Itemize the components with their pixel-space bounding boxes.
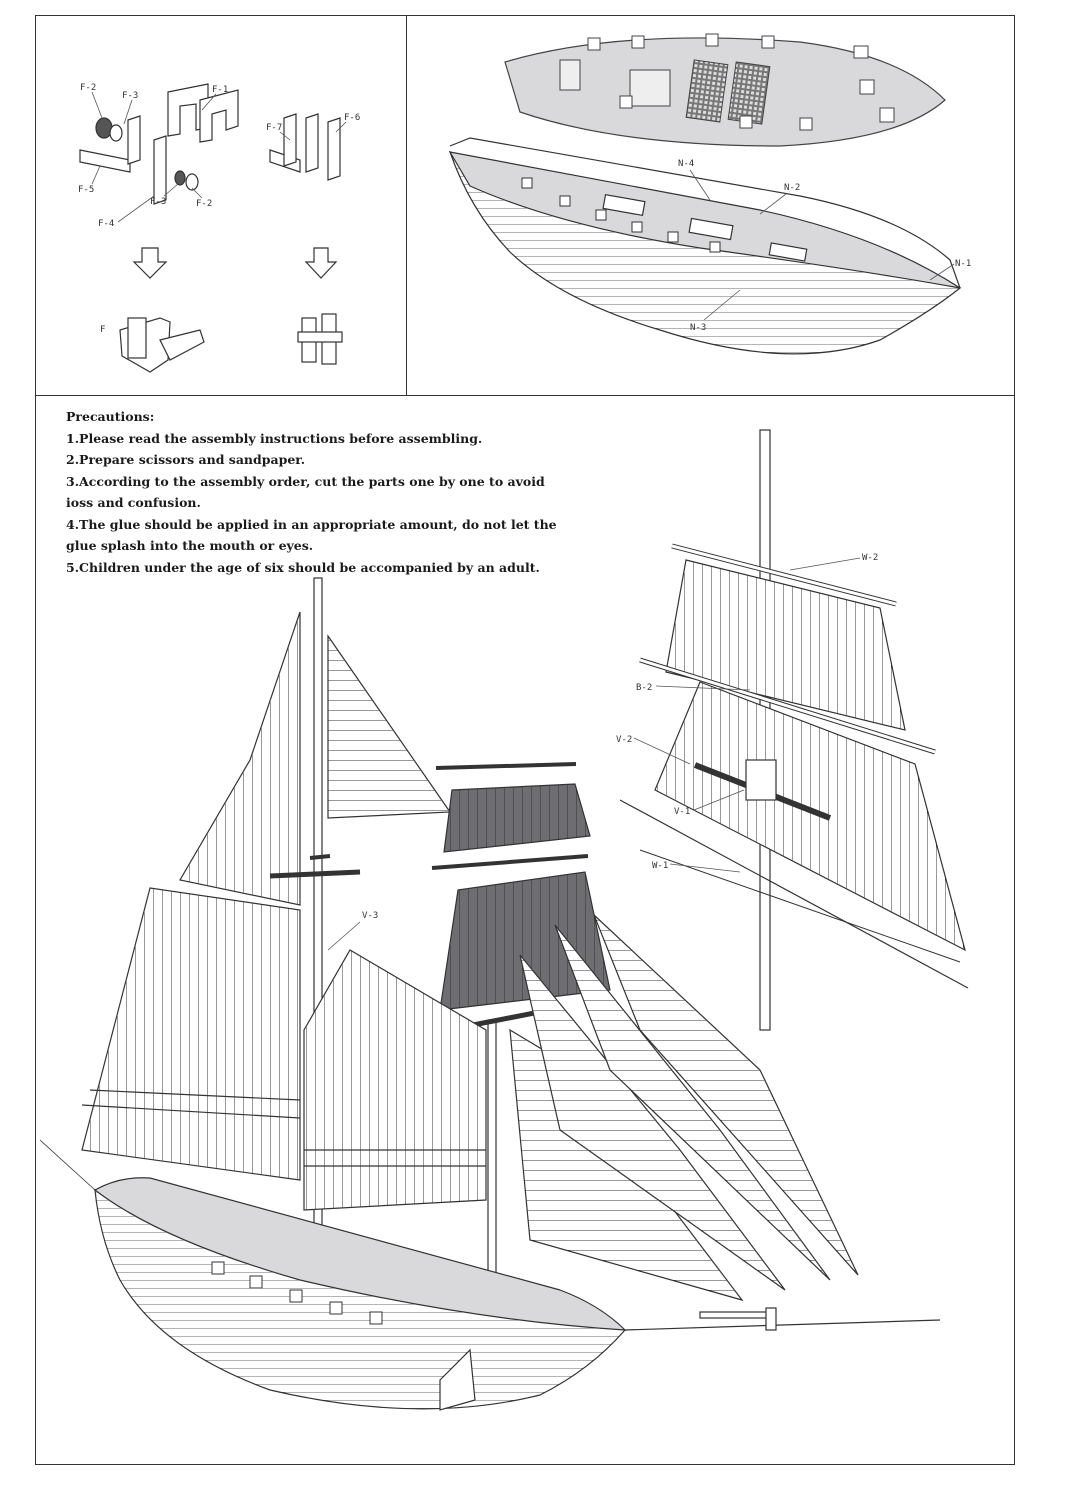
label-n1: N-1 — [955, 259, 971, 269]
label-b2: B-2 — [636, 683, 652, 693]
label-f1: F-1 — [212, 85, 228, 95]
base-plank-f5 — [79, 149, 131, 173]
label-v2: V-2 — [616, 735, 632, 745]
precautions-block: Precautions: 1.Please read the assembly … — [66, 406, 626, 578]
precaution-item-2: 2.Prepare scissors and sandpaper. — [66, 452, 306, 467]
wheel-icon — [95, 117, 123, 142]
label-f3-lower: F-3 — [150, 197, 166, 207]
label-f2: F-2 — [80, 83, 96, 93]
label-n3: N-3 — [690, 323, 706, 333]
post-f6b — [327, 117, 341, 181]
label-v3: V-3 — [362, 911, 378, 921]
topsail-right — [327, 634, 452, 819]
precaution-item-4-cont: glue splash into the mouth or eyes. — [66, 538, 314, 553]
bracket-f1b — [199, 89, 239, 143]
dark-topsail — [443, 783, 591, 853]
precautions-title: Precautions: — [66, 409, 155, 424]
post-f6a — [305, 113, 319, 173]
down-arrow-icon — [132, 247, 168, 279]
label-f4: F-4 — [98, 219, 114, 229]
stand-parts-diagram — [79, 83, 343, 373]
horizontal-divider — [35, 395, 1015, 396]
label-w2: W-2 — [862, 553, 878, 563]
lower-sail — [654, 681, 966, 952]
hull-labels: N-4 N-2 N-1 N-3 — [678, 159, 971, 333]
jib-3 — [554, 924, 831, 1281]
label-n2: N-2 — [784, 183, 800, 193]
label-f: F — [100, 325, 105, 335]
main-mast — [487, 1019, 497, 1301]
label-f3: F-3 — [122, 91, 138, 101]
mast-detail-diagram — [619, 429, 969, 1031]
post-f3 — [127, 115, 141, 165]
fore-gaff-sail — [81, 887, 301, 1181]
post-f4 — [153, 135, 167, 205]
mast-labels: W-2 B-2 V-2 V-1 W-1 — [616, 553, 878, 873]
topsail-left — [179, 611, 301, 906]
hull-top-diagram — [448, 137, 962, 355]
label-f7: F-7 — [266, 123, 282, 133]
ship-assembly-diagram — [39, 577, 941, 1411]
precaution-item-3: 3.According to the assembly order, cut t… — [66, 473, 545, 489]
down-arrow-icon — [304, 247, 338, 279]
label-v1: V-1 — [674, 807, 690, 817]
label-n4: N-4 — [678, 159, 694, 169]
precaution-item-3-cont: ioss and confusion. — [66, 495, 201, 510]
label-w1: W-1 — [652, 861, 668, 871]
precaution-item-1: 1.Please read the assembly instructions … — [66, 430, 483, 446]
label-f5: F-5 — [78, 185, 94, 195]
sheet-border — [35, 15, 1015, 1465]
precaution-item-5: 5.Children under the age of six should b… — [66, 559, 540, 575]
ship-labels: V-3 — [327, 911, 378, 951]
upper-sail — [665, 559, 906, 731]
dark-mainsail — [439, 871, 611, 1011]
deck-plan — [504, 33, 946, 147]
stand-labels: F-2 F-3 F-1 F-5 F-4 F-3 F-2 F-7 F-6 F — [78, 83, 360, 335]
main-gaff-sail — [303, 949, 487, 1211]
label-f2-lower: F-2 — [196, 199, 212, 209]
label-f6: F-6 — [344, 113, 360, 123]
jib-4 — [593, 914, 859, 1276]
vertical-divider — [406, 15, 407, 395]
precaution-item-4: 4.The glue should be applied in an appro… — [66, 516, 557, 532]
